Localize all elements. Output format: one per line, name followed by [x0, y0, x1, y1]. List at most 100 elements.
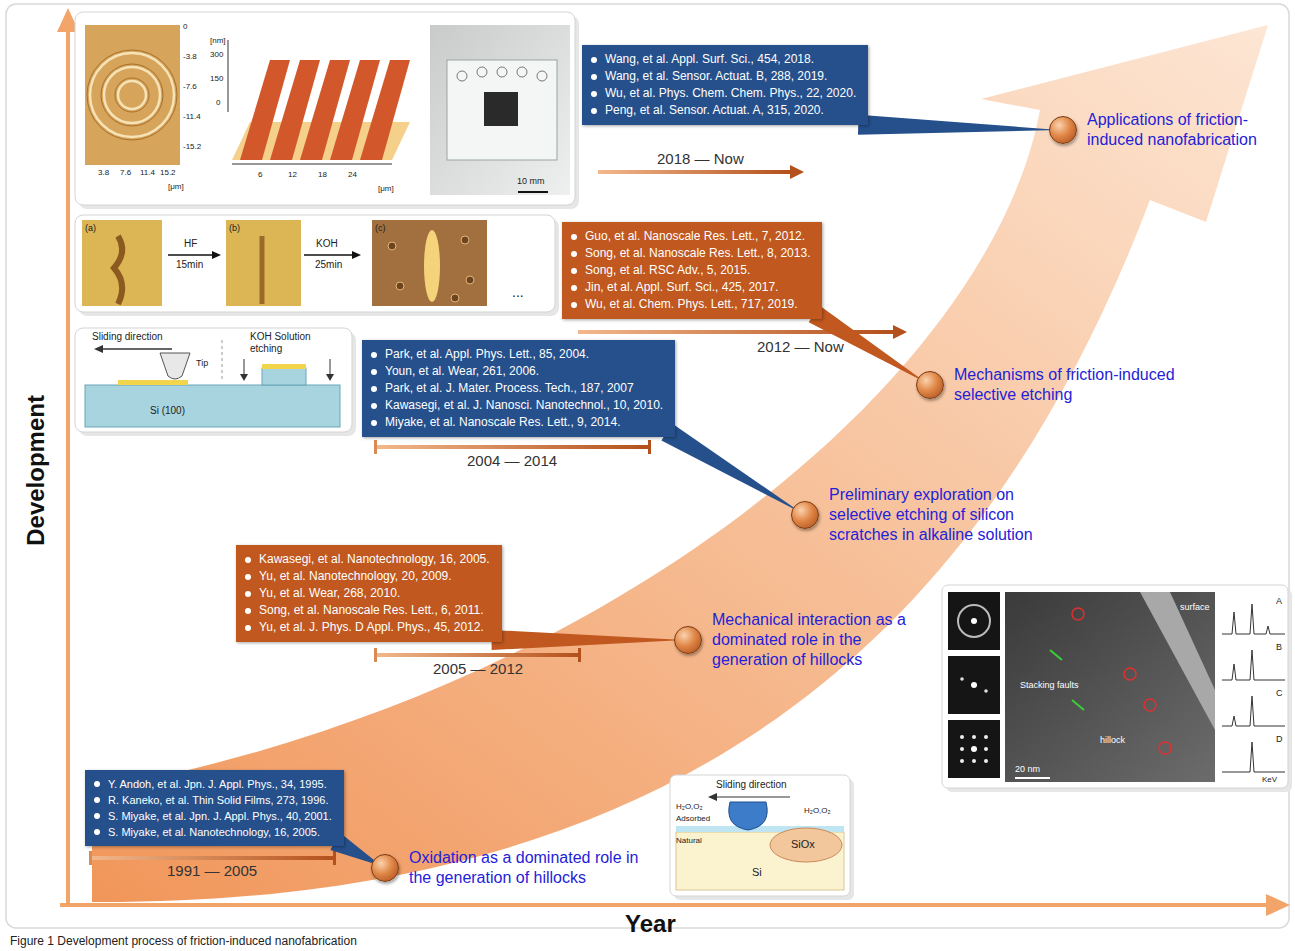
reference-text: Youn, et al. Wear, 261, 2006. — [385, 363, 539, 380]
eds-spectrum — [1222, 604, 1285, 634]
etched-ridge — [424, 230, 440, 302]
ring-pattern — [87, 50, 177, 140]
diffraction-spot — [984, 759, 988, 763]
etch-pit — [388, 242, 396, 250]
panel-label: (b) — [229, 223, 240, 234]
panel-ground — [75, 12, 575, 205]
date-bar-tick — [578, 648, 581, 662]
process-label: 15min — [176, 259, 203, 271]
sliding-arrow — [716, 796, 790, 797]
diffraction-pattern — [948, 656, 1000, 714]
tick-label: 24 — [348, 170, 357, 180]
reference-text: Wu, et al. Chem. Phys. Lett., 717, 2019. — [585, 296, 798, 313]
analysis-spot — [1072, 608, 1084, 620]
reference-text: Wang, et al. Appl. Surf. Sci., 454, 2018… — [605, 51, 814, 68]
stage-label: Applications of friction-induced nanofab… — [1087, 110, 1279, 150]
annotation: Sliding direction — [92, 331, 163, 343]
bullet-dot — [571, 234, 577, 240]
reference-text: S. Miyake, et al. Nanotechnology, 16, 20… — [108, 824, 320, 840]
callout-pointer — [492, 630, 684, 650]
divider — [222, 340, 223, 382]
bullet-dot — [371, 403, 377, 409]
reference-line: Wang, et al. Sensor. Actuat. B, 288, 201… — [591, 68, 856, 85]
process-arrow — [168, 254, 213, 256]
reference-text: Miyake, et al. Nanoscale Res. Lett., 9, … — [385, 414, 620, 431]
chip-well — [497, 67, 507, 77]
ring-pattern — [115, 78, 149, 112]
panel-ground — [670, 775, 850, 896]
panel-label: (a) — [85, 223, 96, 234]
z-axis — [228, 40, 229, 112]
date-range: 2012 — Now — [757, 338, 844, 356]
bullet-dot — [591, 74, 597, 80]
tip-shape — [160, 353, 190, 379]
bullet-dot — [245, 608, 251, 614]
etch-pit — [396, 282, 404, 290]
etch-pit — [451, 294, 459, 302]
scale-label: 20 nm — [1015, 764, 1040, 775]
reference-line: Park, et al. J. Mater. Process. Tech., 1… — [371, 380, 663, 397]
annotation: Sliding direction — [716, 779, 787, 791]
etch-arrow — [330, 359, 331, 376]
bullet-dot — [591, 108, 597, 114]
diffraction-spot — [971, 618, 977, 624]
stage-label-group: Preliminary exploration on selective etc… — [829, 485, 1079, 545]
axis-title: Development — [22, 395, 51, 546]
figure-caption: Figure 1 Development process of friction… — [10, 934, 357, 948]
scratched-layer — [118, 380, 188, 385]
reference-text: Jin, et al. Appl. Surf. Sci., 425, 2017. — [585, 279, 778, 296]
process-arrowhead — [352, 251, 361, 259]
tip-shape — [729, 802, 767, 830]
scale-bar — [518, 191, 548, 193]
stage-node: Mechanical interaction as a dominated ro… — [674, 610, 924, 670]
oxidation-sketch — [670, 775, 854, 900]
date-bar-tick — [648, 440, 651, 454]
etch-pit — [466, 276, 474, 284]
reference-line: R. Kaneko, et al. Thin Solid Films, 273,… — [94, 792, 332, 808]
annotation: hillock — [1100, 735, 1125, 746]
stage-node: Oxidation as a dominated role in the gen… — [371, 848, 651, 888]
bullet-dot — [371, 386, 377, 392]
stage-label-group: Oxidation as a dominated role in the gen… — [409, 848, 651, 888]
date-range: 2005 — 2012 — [433, 660, 523, 678]
reference-box: Y. Andoh, et al. Jpn. J. Appl. Phys., 34… — [85, 770, 344, 846]
bullet-dot — [571, 268, 577, 274]
process-label: 25min — [315, 259, 342, 271]
stage-label-group: Mechanical interaction as a dominated ro… — [712, 610, 924, 670]
axis-title: Year — [625, 910, 676, 939]
annotation: H₂O,O₂ — [676, 802, 703, 812]
stage-circle — [371, 854, 399, 882]
tick-label: 7.6 — [120, 168, 131, 178]
reference-line: Yu, et al. J. Phys. D Appl. Phys., 45, 2… — [245, 619, 490, 636]
tick-label: 300 — [210, 50, 223, 60]
reference-line: Park, et al. Appl. Phys. Lett., 85, 2004… — [371, 346, 663, 363]
reference-line: Wu, et al. Chem. Phys. Lett., 717, 2019. — [571, 296, 810, 313]
process-label: HF — [184, 238, 197, 250]
reference-line: Jin, et al. Appl. Surf. Sci., 425, 2017. — [571, 279, 810, 296]
reference-box: Wang, et al. Appl. Surf. Sci., 454, 2018… — [582, 45, 868, 125]
scratch-ridge — [260, 236, 265, 304]
process-arrowhead — [212, 251, 221, 259]
date-bar — [375, 653, 580, 657]
material-label: Si (100) — [150, 405, 185, 417]
afm-image — [82, 220, 162, 306]
material-label: Si — [752, 866, 762, 879]
reference-box: Kawasegi, et al. Nanotechnology, 16, 200… — [236, 545, 502, 642]
sliding-arrow — [102, 348, 172, 350]
reference-text: Guo, et al. Nanoscale Res. Lett., 7, 201… — [585, 228, 805, 245]
analysis-spot — [1159, 742, 1171, 754]
reference-line: Yu, et al. Nanotechnology, 20, 2009. — [245, 568, 490, 585]
reference-text: Yu, et al. Nanotechnology, 20, 2009. — [259, 568, 452, 585]
panel-ground — [942, 585, 1288, 788]
silicon-substrate — [85, 385, 340, 427]
diffraction-spot — [972, 759, 976, 763]
x-axis — [232, 164, 392, 165]
spot-label: D — [1276, 734, 1283, 745]
afm-image — [372, 220, 487, 306]
bullet-dot — [371, 369, 377, 375]
tick-label: -11.4 — [183, 112, 201, 122]
reference-text: Park, et al. J. Mater. Process. Tech., 1… — [385, 380, 634, 397]
reference-line: Song, et al. Nanoscale Res. Lett., 8, 20… — [571, 245, 810, 262]
annotation: Tip — [196, 358, 208, 369]
